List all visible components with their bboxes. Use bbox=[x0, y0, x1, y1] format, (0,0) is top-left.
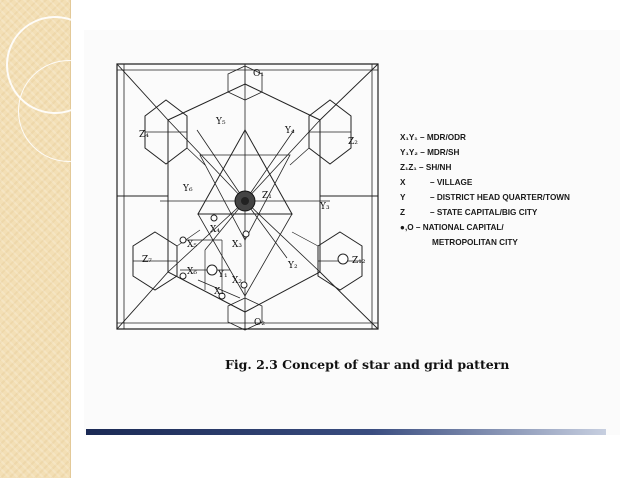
label-o2: O₂ bbox=[254, 318, 265, 328]
city-node-z12 bbox=[337, 253, 349, 265]
village-node-x1 bbox=[218, 292, 226, 300]
legend-row-y: Y – DISTRICT HEAD QUARTER/TOWN bbox=[400, 193, 570, 202]
scanned-figure bbox=[84, 30, 620, 435]
village-node-x6 bbox=[179, 272, 187, 280]
village-node-x2 bbox=[240, 281, 248, 289]
label-x5: X₅ bbox=[187, 240, 197, 250]
label-y1: Y₁ bbox=[217, 270, 228, 280]
decorative-side-panel bbox=[0, 0, 120, 478]
legend-row-x: X – VILLAGE bbox=[400, 178, 473, 187]
label-y2: Y₂ bbox=[287, 261, 298, 271]
label-z12: Z₁₂ bbox=[352, 256, 366, 266]
label-x6: X₆ bbox=[187, 267, 197, 277]
label-x1: X₁ bbox=[214, 287, 224, 297]
label-y4: Y₄ bbox=[284, 126, 295, 136]
bottom-hexagon bbox=[227, 297, 263, 331]
label-z4: Z₄ bbox=[139, 130, 149, 140]
label-x4: X₄ bbox=[210, 225, 220, 235]
label-o1: O₁ bbox=[253, 69, 264, 79]
legend-row-continuation: METROPOLITAN CITY bbox=[432, 238, 518, 247]
top-hexagon bbox=[227, 65, 263, 101]
legend-row-z1z1: Z₁Z₁ – SH/NH bbox=[400, 163, 452, 172]
village-node-x3 bbox=[242, 230, 250, 238]
star-grid-diagram: O₁ O₂ Z₁ Z₂ Z₄ Z₇ Z₁₂ Y₅ Y₄ Y₆ Y₃ Y₂ Y₁ … bbox=[116, 63, 379, 331]
legend: X₁Y₁ – MDR/ODR Y₁Y₂ – MDR/SH Z₁Z₁ – SH/N… bbox=[400, 133, 630, 252]
legend-row-z: Z – STATE CAPITAL/BIG CITY bbox=[400, 208, 538, 217]
legend-row-x1y1: X₁Y₁ – MDR/ODR bbox=[400, 133, 466, 142]
town-node-y1 bbox=[206, 264, 218, 276]
label-y5: Y₅ bbox=[215, 117, 226, 127]
slide-content: O₁ O₂ Z₁ Z₂ Z₄ Z₇ Z₁₂ Y₅ Y₄ Y₆ Y₃ Y₂ Y₁ … bbox=[70, 0, 638, 478]
legend-row-y1y2: Y₁Y₂ – MDR/SH bbox=[400, 148, 460, 157]
figure-caption: Fig. 2.3 Concept of star and grid patter… bbox=[225, 357, 510, 372]
diagram-nodes bbox=[179, 190, 349, 300]
label-y6: Y₆ bbox=[182, 184, 193, 194]
corner-hexagon-z4 bbox=[144, 99, 188, 165]
village-node-x4 bbox=[210, 214, 218, 222]
bottom-accent-bar bbox=[86, 429, 606, 435]
label-z7: Z₇ bbox=[142, 255, 152, 265]
label-y3: Y₃ bbox=[319, 202, 330, 212]
label-z2: Z₂ bbox=[348, 137, 358, 147]
corner-hexagon-z3 bbox=[308, 99, 352, 165]
label-x3: X₃ bbox=[232, 240, 242, 250]
legend-row-national-capital: ●,O – NATIONAL CAPITAL/ bbox=[400, 223, 504, 232]
label-z1: Z₁ bbox=[262, 191, 272, 201]
village-node-x5 bbox=[179, 236, 187, 244]
label-x2: X₂ bbox=[232, 276, 242, 286]
